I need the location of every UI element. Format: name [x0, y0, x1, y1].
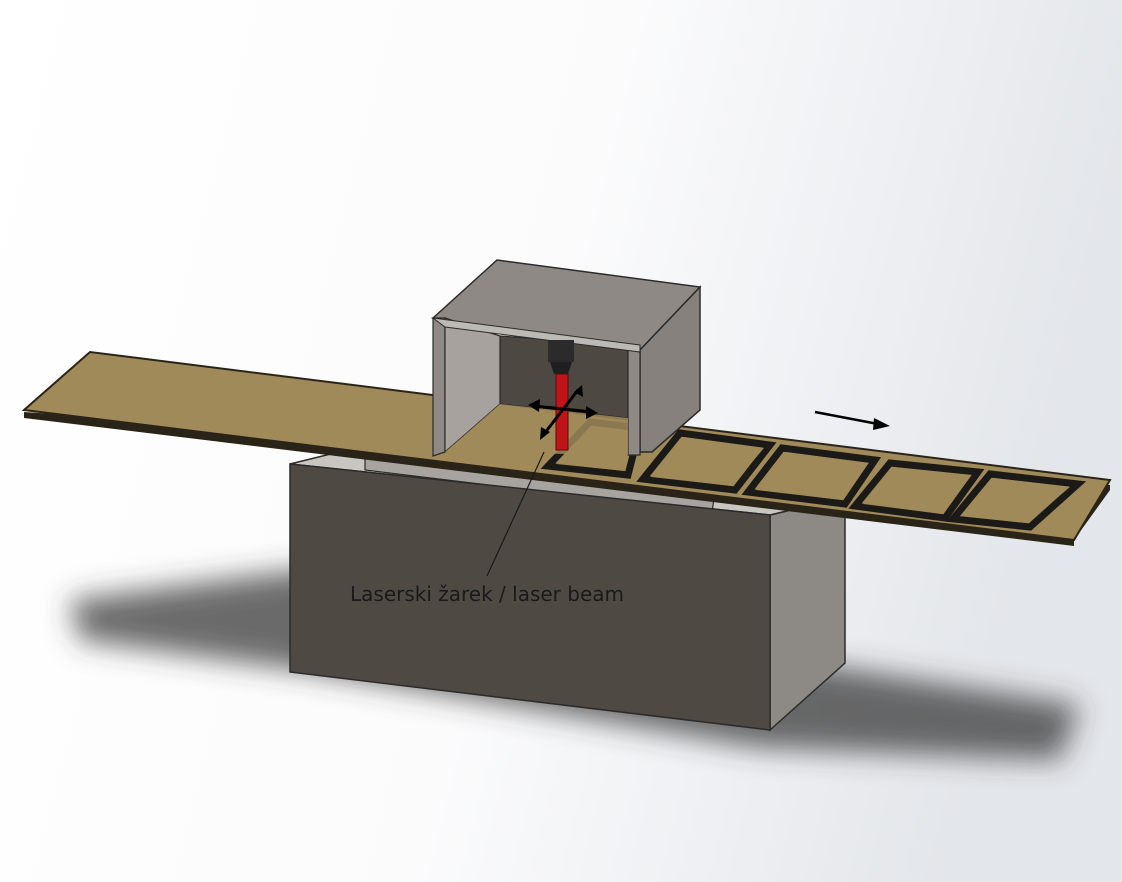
housing-left-wall [432, 317, 446, 457]
callout-leader-line [486, 451, 545, 577]
housing-right-edge [627, 344, 641, 456]
housing-top-lip [431, 317, 641, 353]
material-strip-inner [445, 404, 628, 455]
cut-outline-4 [848, 459, 985, 522]
material-strip-edge [24, 412, 1110, 546]
cut-outline-2 [636, 429, 777, 494]
laser-head [548, 340, 574, 374]
four-way-move-arrows-icon [528, 385, 598, 440]
cut-outline-3 [741, 444, 882, 508]
base-front-face [289, 463, 771, 731]
cut-outline-5 [946, 470, 1087, 531]
laser-beam-label: Laserski žarek / laser beam [350, 582, 624, 606]
right-arrow-icon [814, 410, 890, 430]
